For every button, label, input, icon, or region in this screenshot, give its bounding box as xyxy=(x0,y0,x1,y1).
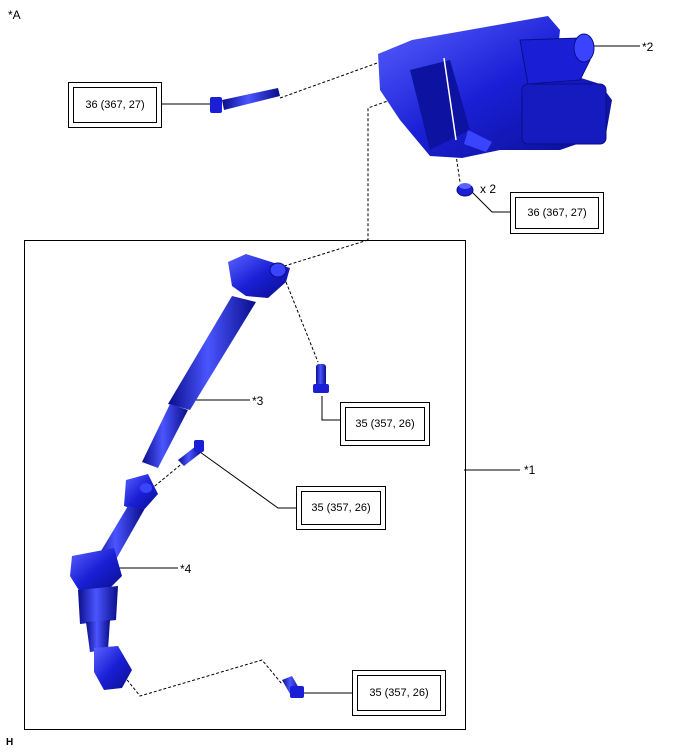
callout-3: *3 xyxy=(252,394,264,408)
lower-shaft xyxy=(70,474,158,690)
steering-column-assembly xyxy=(378,16,612,158)
torque-box-top-bolt: 36 (367, 27) xyxy=(68,82,162,128)
footer-code: H xyxy=(6,737,14,748)
sub-assembly-frame xyxy=(24,240,466,730)
callout-4: *4 xyxy=(180,562,192,576)
torque-box-lower-bolt: 35 (357, 26) xyxy=(352,670,446,716)
middle-bolt xyxy=(178,440,204,466)
torque-value: 35 (357, 26) xyxy=(357,675,441,711)
intermediate-shaft xyxy=(142,254,290,468)
torque-box-middle-bolt: 35 (357, 26) xyxy=(296,486,386,530)
torque-box-top-nut: 36 (367, 27) xyxy=(510,192,604,234)
leader-lines xyxy=(112,45,640,694)
top-bolt xyxy=(210,88,280,113)
upper-shaft-bolt xyxy=(313,364,329,393)
torque-value: 36 (367, 27) xyxy=(515,197,599,229)
callout-2: *2 xyxy=(642,40,654,54)
torque-value: 36 (367, 27) xyxy=(73,87,157,123)
top-nut xyxy=(456,183,474,197)
torque-value: 35 (357, 26) xyxy=(301,491,381,525)
view-label: *A xyxy=(8,8,21,22)
quantity-label: x 2 xyxy=(480,182,497,196)
torque-box-upper-shaft-bolt: 35 (357, 26) xyxy=(340,402,430,446)
lower-bolt xyxy=(282,676,304,698)
torque-value: 35 (357, 26) xyxy=(345,407,425,441)
callout-1: *1 xyxy=(524,463,536,477)
